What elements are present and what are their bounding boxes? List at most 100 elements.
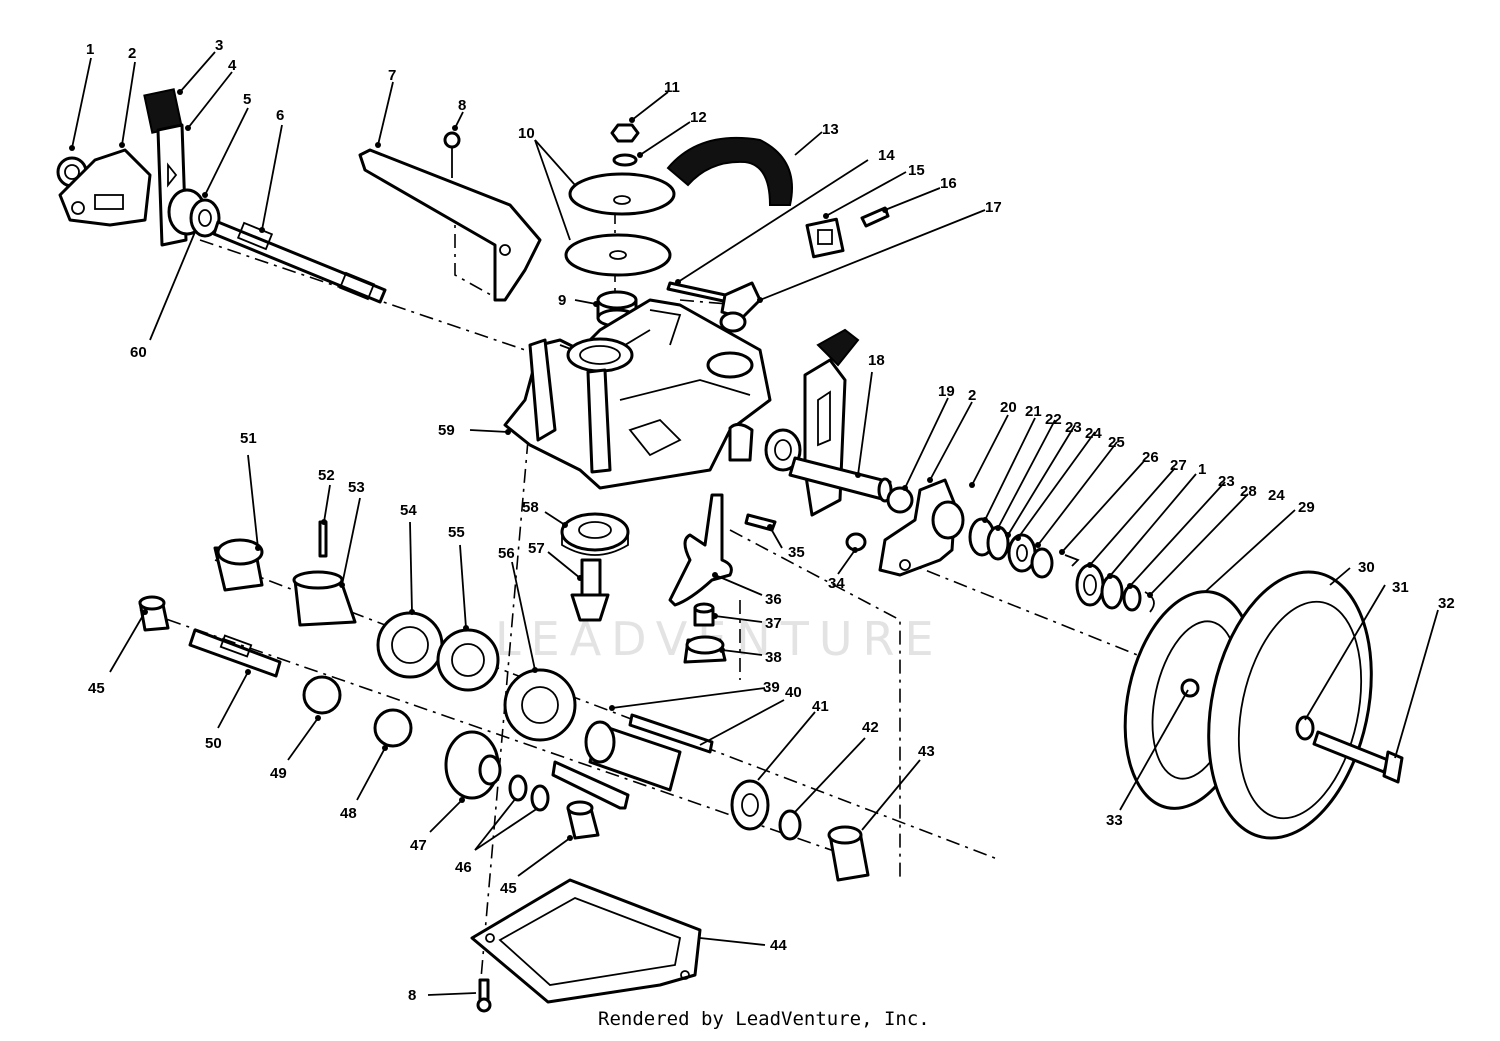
callout-56: 56 xyxy=(498,545,515,562)
callout-4: 4 xyxy=(228,57,237,74)
part-7-bracket xyxy=(358,148,542,302)
callout-10: 10 xyxy=(518,125,535,142)
callout-49: 49 xyxy=(270,765,287,782)
callout-24b: 24 xyxy=(1268,487,1285,504)
part-59-housing xyxy=(503,298,772,490)
callout-25: 25 xyxy=(1108,434,1125,451)
part-8-screw xyxy=(443,131,461,178)
callout-60: 60 xyxy=(130,344,147,361)
part-44-cover xyxy=(470,878,702,1004)
part-6-shaft xyxy=(212,220,387,304)
callout-28: 28 xyxy=(1240,483,1257,500)
part-13-seal xyxy=(666,136,793,206)
part-54-gear xyxy=(376,611,444,679)
part-48-gear xyxy=(373,708,413,748)
callout-14: 14 xyxy=(878,147,895,164)
callout-37: 37 xyxy=(765,615,782,632)
callout-55: 55 xyxy=(448,524,465,541)
callout-2b: 2 xyxy=(968,387,976,404)
part-38-clutch xyxy=(683,635,727,664)
part-32-bolt xyxy=(1312,730,1404,784)
callout-19: 19 xyxy=(938,383,955,400)
callout-8: 8 xyxy=(458,97,466,114)
callout-45b: 45 xyxy=(500,880,517,897)
callout-48: 48 xyxy=(340,805,357,822)
callout-58: 58 xyxy=(522,499,539,516)
callout-42: 42 xyxy=(862,719,879,736)
callout-39: 39 xyxy=(763,679,780,696)
callout-2: 2 xyxy=(128,45,136,62)
part-37-bushing xyxy=(693,602,715,627)
leader-lines xyxy=(69,51,1439,996)
part-15-clip xyxy=(805,217,845,259)
callout-50: 50 xyxy=(205,735,222,752)
callout-13: 13 xyxy=(822,121,839,138)
part-46-washers xyxy=(508,774,550,812)
part-45-bushing xyxy=(138,595,170,632)
callout-1: 1 xyxy=(86,41,94,58)
callout-53: 53 xyxy=(348,479,365,496)
callout-29: 29 xyxy=(1298,499,1315,516)
part-17-arm xyxy=(719,281,762,333)
callout-57: 57 xyxy=(528,540,545,557)
callout-31: 31 xyxy=(1392,579,1409,596)
part-43-bushing xyxy=(827,825,870,882)
callout-36: 36 xyxy=(765,591,782,608)
callout-33: 33 xyxy=(1106,812,1123,829)
part-52-pin xyxy=(318,520,328,558)
callout-30: 30 xyxy=(1358,559,1375,576)
callout-15: 15 xyxy=(908,162,925,179)
part-11-nut xyxy=(610,123,640,167)
callout-46: 46 xyxy=(455,859,472,876)
callout-40: 40 xyxy=(785,684,802,701)
part-2-bracket xyxy=(58,148,152,227)
callout-16: 16 xyxy=(940,175,957,192)
callout-24: 24 xyxy=(1085,425,1102,442)
part-49-gear xyxy=(302,675,342,715)
credit-text: Rendered by LeadVenture, Inc. xyxy=(598,1008,930,1030)
part-55-gear xyxy=(436,628,500,692)
callout-6: 6 xyxy=(276,107,284,124)
part-57-worm xyxy=(570,558,610,622)
parts-20-28-stack xyxy=(968,517,1155,613)
part-47-gear xyxy=(444,730,502,800)
callout-20: 20 xyxy=(1000,399,1017,416)
part-39-shaft xyxy=(584,713,714,792)
part-8-lower-screw xyxy=(476,978,492,1013)
callout-18: 18 xyxy=(868,352,885,369)
part-19-ring xyxy=(886,486,914,514)
callout-59: 59 xyxy=(438,422,455,439)
part-29-30-wheel xyxy=(1123,570,1373,840)
callout-45: 45 xyxy=(88,680,105,697)
callout-12: 12 xyxy=(690,109,707,126)
callout-1b: 1 xyxy=(1198,461,1206,478)
callout-8b: 8 xyxy=(408,987,416,1004)
part-36-fork xyxy=(668,493,733,607)
callout-38: 38 xyxy=(765,649,782,666)
part-16-screw xyxy=(860,206,890,228)
part-5-collar xyxy=(167,188,221,238)
callout-23b: 23 xyxy=(1218,473,1235,490)
part-58-bearing xyxy=(560,512,630,556)
part-53-sleeve xyxy=(292,570,357,627)
callout-44: 44 xyxy=(770,937,787,954)
callout-27: 27 xyxy=(1170,457,1187,474)
callout-34: 34 xyxy=(828,575,845,592)
part-14-pin xyxy=(666,281,732,304)
callout-3: 3 xyxy=(215,37,223,54)
part-41-bearing xyxy=(730,779,770,831)
callout-32: 32 xyxy=(1438,595,1455,612)
part-51-bushing xyxy=(213,538,264,592)
part-key xyxy=(551,760,630,810)
callout-41: 41 xyxy=(812,698,829,715)
callout-52: 52 xyxy=(318,467,335,484)
part-42-washer xyxy=(778,809,802,841)
assembly-axis-lines xyxy=(139,205,1151,991)
callout-23: 23 xyxy=(1065,419,1082,436)
callout-22: 22 xyxy=(1045,411,1062,428)
callout-43: 43 xyxy=(918,743,935,760)
callout-11: 11 xyxy=(664,79,680,96)
callout-7: 7 xyxy=(388,67,396,84)
callout-17: 17 xyxy=(985,199,1002,216)
